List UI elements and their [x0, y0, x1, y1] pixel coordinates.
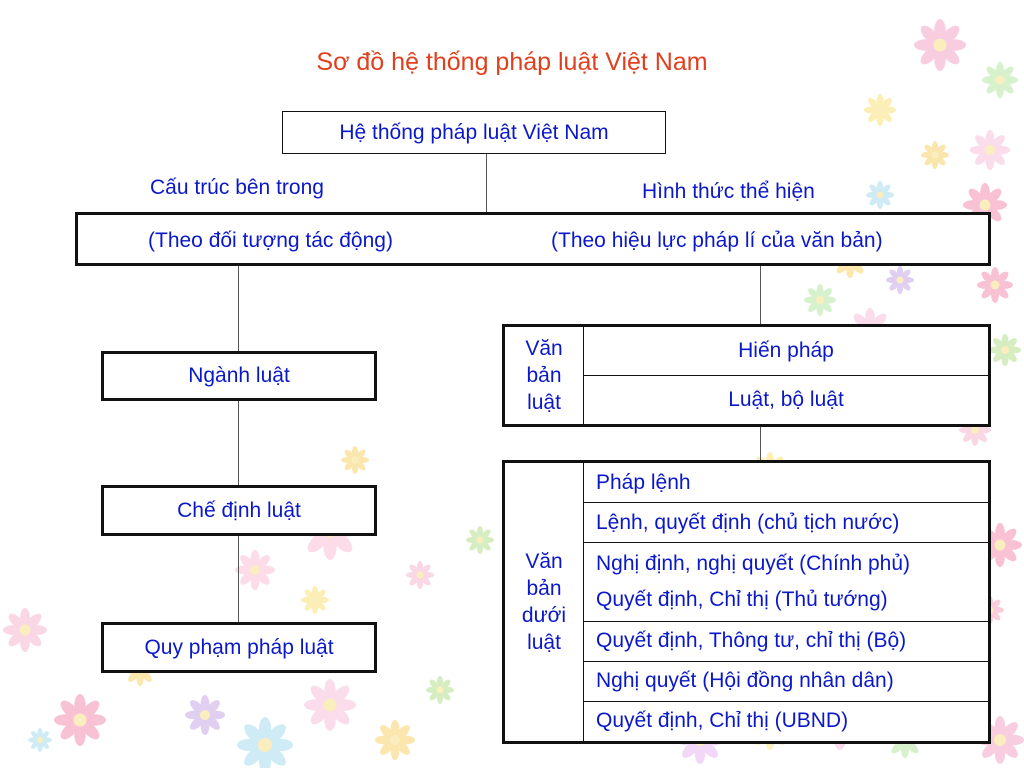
flower-decoration: [235, 550, 275, 590]
item-hoi-dong-nhan-dan: Nghị quyết (Hội đồng nhân dân): [583, 660, 990, 702]
flower-decoration: [886, 265, 914, 295]
item-lenh-quyet-dinh: Lệnh, quyết định (chủ tịch nước): [583, 502, 990, 543]
right-branch-heading: Hình thức thể hiện: [642, 180, 815, 203]
flower-decoration: [970, 130, 1010, 170]
flower-decoration: [375, 720, 415, 760]
item-luat-bo-luat: Luật, bộ luật: [583, 375, 990, 426]
connector-right: [760, 264, 761, 325]
classification-basis-box: (Theo đối tượng tác động) (Theo hiệu lực…: [75, 212, 991, 266]
structure-node-che-dinh-luat: Chế định luật: [101, 485, 377, 536]
flower-decoration: [3, 608, 47, 652]
structure-node-nganh-luat: Ngành luật: [101, 351, 377, 401]
item-quyet-dinh-thu-tuong: Quyết định, Chỉ thị (Thủ tướng): [596, 587, 888, 611]
item-bo: Quyết định, Thông tư, chỉ thị (Bộ): [583, 620, 990, 662]
item-hien-phap: Hiến pháp: [583, 325, 990, 376]
van-ban-luat-label: Văn bản luật: [503, 325, 584, 426]
flower-decoration: [425, 675, 455, 705]
flower-decoration: [864, 94, 896, 126]
item-ubnd: Quyết định, Chỉ thị (UBND): [583, 700, 990, 744]
page-title: Sơ đồ hệ thống pháp luật Việt Nam: [316, 48, 708, 76]
flower-decoration: [981, 61, 1019, 99]
flower-decoration: [405, 560, 435, 590]
connector-left: [238, 264, 239, 352]
van-ban-duoi-luat-label: Văn bản dưới luật: [503, 461, 584, 743]
flower-decoration: [465, 525, 495, 555]
flower-decoration: [185, 695, 225, 735]
flower-decoration: [54, 694, 107, 746]
structure-node-quy-pham: Quy phạm pháp luật: [101, 622, 377, 673]
connector-left-2: [238, 400, 239, 486]
van-ban-luat-table: Văn bản luật Hiến pháp Luật, bộ luật: [502, 324, 991, 427]
flower-decoration: [804, 284, 836, 316]
flower-decoration: [304, 679, 356, 731]
flower-decoration: [914, 19, 966, 71]
flower-decoration: [921, 140, 949, 170]
root-node: Hệ thống pháp luật Việt Nam: [282, 111, 666, 154]
connector-left-3: [238, 535, 239, 623]
item-chinh-phu-thu-tuong: Nghị định, nghị quyết (Chính phủ) Quyết …: [583, 542, 990, 622]
flower-decoration: [340, 445, 370, 475]
van-ban-duoi-luat-table: Văn bản dưới luật Pháp lệnh Lệnh, quyết …: [502, 460, 991, 744]
right-basis-label: (Theo hiệu lực pháp lí của văn bản): [551, 229, 883, 252]
item-phap-lenh: Pháp lệnh: [583, 460, 990, 504]
flower-decoration: [866, 180, 894, 210]
connector-right-2: [760, 426, 761, 461]
flower-decoration: [978, 523, 1022, 567]
left-basis-label: (Theo đối tượng tác động): [148, 229, 393, 252]
flower-decoration: [28, 728, 52, 752]
connector-root: [486, 153, 487, 213]
item-nghi-dinh: Nghị định, nghị quyết (Chính phủ): [596, 551, 911, 575]
flower-decoration: [300, 585, 330, 615]
flower-decoration: [237, 716, 293, 768]
left-branch-heading: Cấu trúc bên trong: [150, 176, 324, 199]
flower-decoration: [976, 266, 1014, 304]
flower-decoration: [989, 334, 1021, 366]
